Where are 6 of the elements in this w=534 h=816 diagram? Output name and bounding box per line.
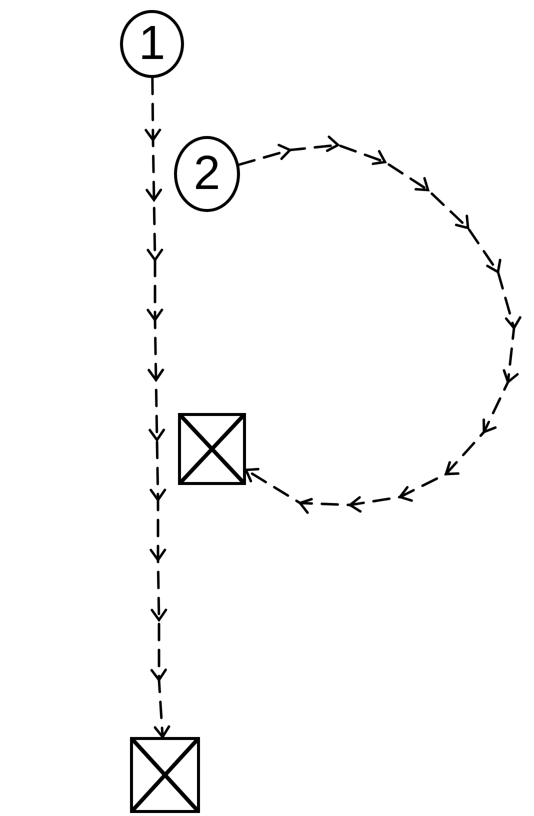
node-number: 2 xyxy=(194,150,220,198)
arrow-chain xyxy=(144,76,170,738)
crossed-box xyxy=(130,737,200,813)
crossed-box xyxy=(178,413,246,485)
node-number: 1 xyxy=(138,20,166,68)
arrow-chain xyxy=(238,136,522,514)
